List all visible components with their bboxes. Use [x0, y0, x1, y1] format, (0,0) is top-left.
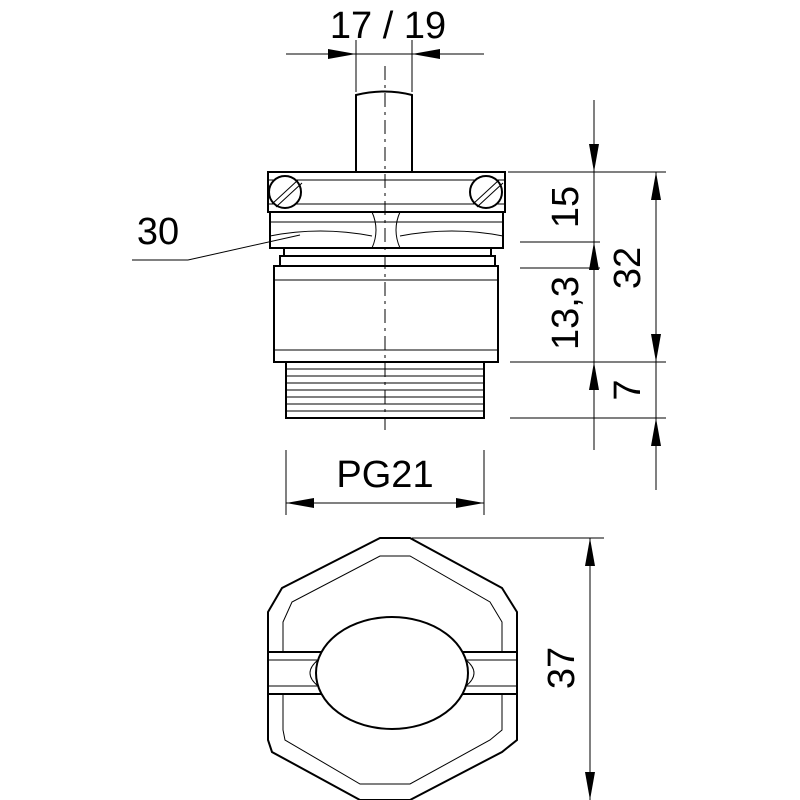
dimension-thread: PG21 [285, 450, 485, 515]
head-height-label: 15 [545, 186, 587, 228]
cable [355, 90, 413, 173]
dimension-cable-range: 17 / 19 [286, 5, 484, 92]
dimension-width: 37 [412, 537, 604, 800]
top-view [267, 537, 518, 800]
thread-length-label: 7 [607, 379, 649, 400]
screw-left [268, 175, 303, 209]
cable-range-label: 17 / 19 [330, 5, 446, 47]
side-view [267, 66, 506, 430]
dimension-heights: 15 13,3 7 32 [508, 100, 666, 490]
thread-label: PG21 [336, 454, 433, 496]
width-label: 37 [541, 647, 583, 689]
wrench-size-label: 30 [137, 211, 179, 253]
dimension-wrench-size: 30 [132, 211, 301, 261]
clamp-head [267, 171, 506, 213]
screw-right [469, 175, 504, 209]
sealing-washer [279, 247, 496, 267]
body-height-label: 13,3 [545, 276, 587, 350]
gland-body [273, 265, 499, 363]
hex-nut [269, 211, 504, 249]
total-height-label: 32 [607, 247, 649, 289]
